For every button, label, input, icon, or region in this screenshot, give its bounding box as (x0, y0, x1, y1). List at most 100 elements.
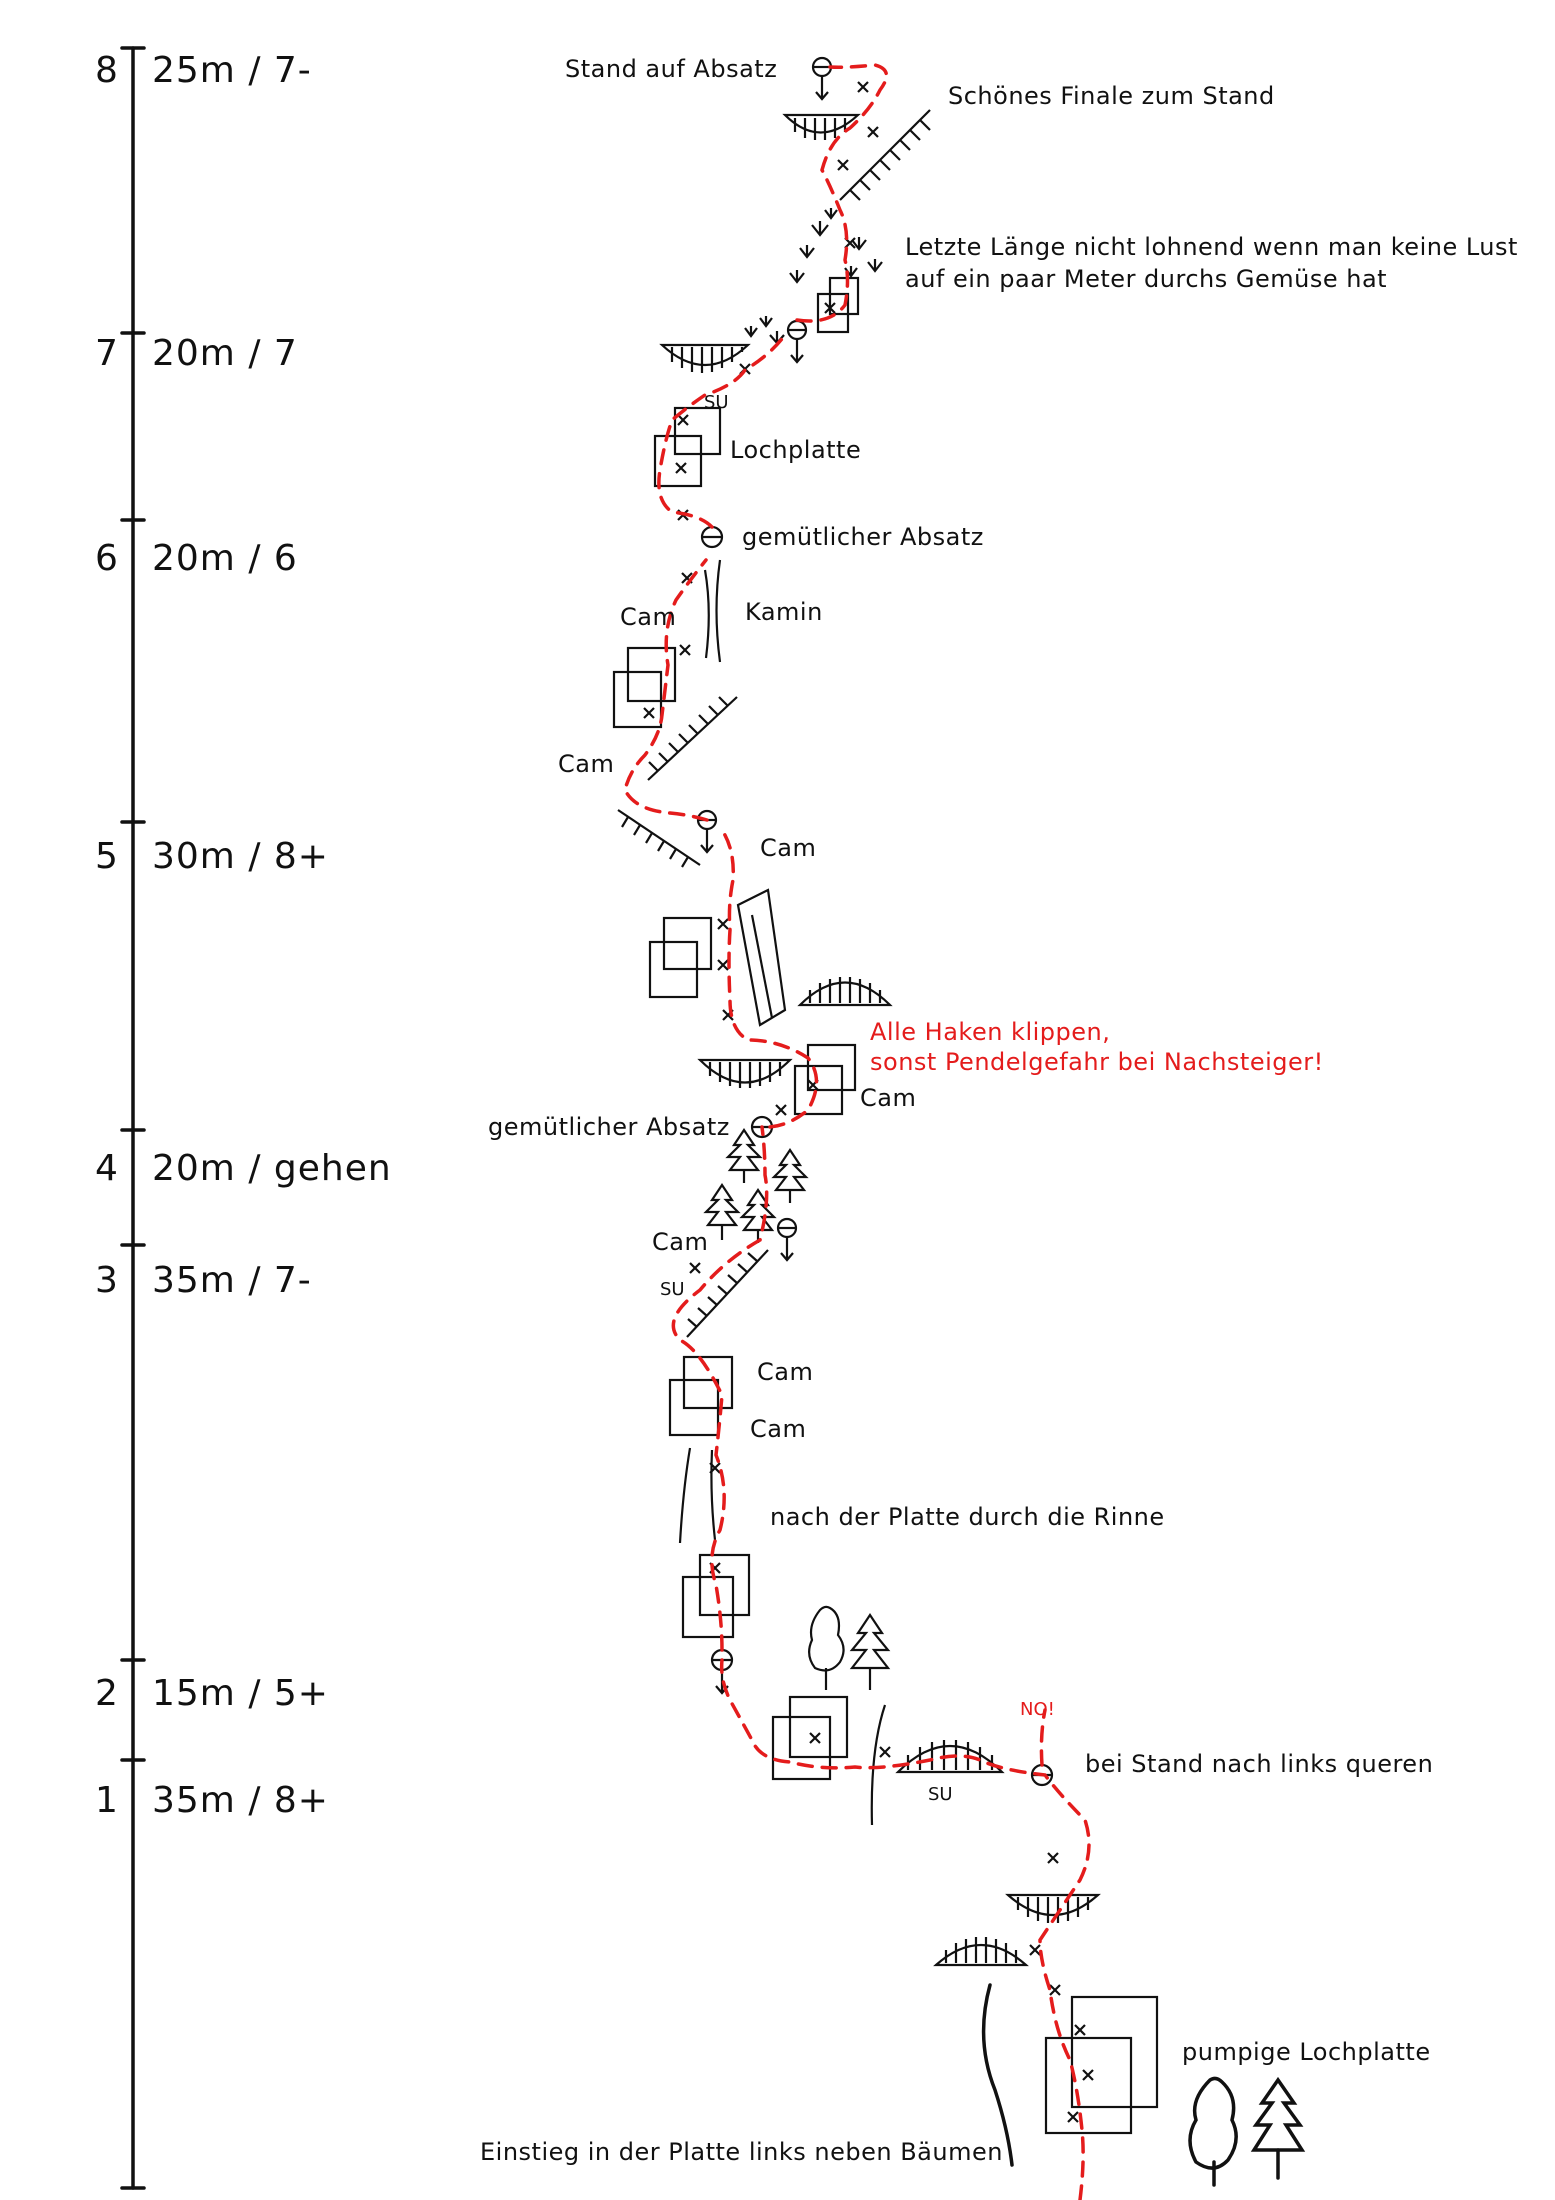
bolt-icon (837, 159, 849, 171)
pitch-info: 35m / 8+ (152, 1780, 329, 1821)
annotation-labels: Stand auf Absatz Schönes Finale zum Stan… (480, 55, 1518, 2166)
ledge-icon (782, 113, 861, 140)
warning-haken-2: sonst Pendelgefahr bei Nachsteiger! (870, 1048, 1324, 1076)
route-line (623, 63, 1091, 2200)
bolt-icon (879, 1746, 891, 1758)
slab-icon (681, 1553, 751, 1639)
bolt-icon (775, 1104, 787, 1116)
deciduous-tree-icon (1188, 2076, 1238, 2187)
bolt-icon (857, 81, 869, 93)
ledge-icon (797, 977, 893, 1007)
label-cam: Cam (860, 1084, 916, 1112)
bolt-icon (717, 959, 729, 971)
pitch-info: 15m / 5+ (152, 1673, 329, 1714)
bolt-icon (1049, 1984, 1061, 1996)
crack-icon (870, 1704, 887, 1826)
label-kamin: Kamin (745, 598, 823, 626)
tree-icon (703, 1183, 741, 1240)
warning-haken-1: Alle Haken klippen, (870, 1018, 1110, 1046)
pitch-info: 30m / 8+ (152, 836, 329, 877)
label-letzte-laenge-1: Letzte Länge nicht lohnend wenn man kein… (905, 233, 1518, 261)
tree-icon (771, 1148, 809, 1203)
pitch-number: 3 (95, 1260, 118, 1301)
pitch-scale: 8 25m / 7- 7 20m / 7 6 20m / 6 5 30m / 8… (95, 46, 392, 2190)
label-stand-auf-absatz: Stand auf Absatz (565, 55, 777, 83)
ramp-icon (617, 809, 701, 868)
gully-icon (678, 1447, 717, 1544)
slab-icon (648, 916, 713, 999)
pillar-icon (736, 888, 787, 1027)
ledge-icon (933, 1937, 1029, 1967)
label-queren: bei Stand nach links queren (1085, 1750, 1433, 1778)
slab-icon (612, 646, 677, 729)
bolt-icon (1047, 1852, 1059, 1864)
label-cam: Cam (652, 1228, 708, 1256)
bolt-icon (1029, 1944, 1041, 1956)
pitch-number: 6 (95, 538, 118, 579)
ledge-icon (697, 1058, 793, 1088)
slab-icon (668, 1355, 734, 1437)
pitch-number: 1 (95, 1780, 118, 1821)
bolt-icon (1082, 2069, 1094, 2081)
pitch-number: 7 (95, 333, 118, 374)
label-gemuetlicher-absatz: gemütlicher Absatz (742, 523, 984, 551)
pitch-info: 20m / gehen (152, 1148, 392, 1189)
ramp-icon (686, 1249, 769, 1338)
bolt-icon (709, 1462, 721, 1474)
bolt-icon (675, 462, 687, 474)
pitch-info: 35m / 7- (152, 1260, 312, 1301)
label-schoenes-finale: Schönes Finale zum Stand (948, 82, 1275, 110)
label-einstieg: Einstieg in der Platte links neben Bäume… (480, 2138, 1003, 2166)
slab-icon (771, 1695, 849, 1781)
vegetation-icon (744, 208, 883, 345)
bolt-icon (679, 644, 691, 656)
slab-icon (816, 276, 860, 334)
bolts (643, 81, 1094, 2123)
bolt-icon (717, 918, 729, 930)
label-cam: Cam (750, 1415, 806, 1443)
pitch-number: 4 (95, 1148, 118, 1189)
label-gemuetlicher-absatz: gemütlicher Absatz (488, 1113, 730, 1141)
label-su: SU (660, 1279, 685, 1300)
pitch-info: 20m / 7 (152, 333, 298, 374)
belay-station-icon (786, 319, 808, 364)
label-lochplatte: Lochplatte (730, 436, 861, 464)
pitch-number: 8 (95, 50, 118, 91)
tree-icon (725, 1128, 763, 1183)
pitch-info: 25m / 7- (152, 50, 312, 91)
label-cam: Cam (558, 750, 614, 778)
bolt-icon (867, 126, 879, 138)
tree-icon (739, 1188, 777, 1243)
pitch-number: 2 (95, 1673, 118, 1714)
bolt-icon (689, 1262, 701, 1274)
pitch-number: 5 (95, 836, 118, 877)
label-no: NO! (1020, 1699, 1055, 1720)
label-su: SU (928, 1784, 953, 1805)
label-rinne: nach der Platte durch die Rinne (770, 1503, 1165, 1531)
deciduous-tree-icon (808, 1605, 845, 1690)
tree-icon (849, 1613, 891, 1690)
bolt-icon (809, 1732, 821, 1744)
pitch-info: 20m / 6 (152, 538, 298, 579)
slab-icon (1044, 1995, 1159, 2135)
belay-station-icon (700, 525, 724, 549)
bolt-icon (1074, 2024, 1086, 2036)
label-su: SU (704, 392, 729, 413)
bolt-icon (677, 414, 689, 426)
slab-icon (793, 1043, 857, 1116)
label-cam: Cam (620, 603, 676, 631)
rock-features (612, 109, 1306, 2187)
belay-station-icon (811, 56, 833, 101)
crack-icon (981, 1983, 1014, 2167)
label-letzte-laenge-2: auf ein paar Meter durchs Gemüse hat (905, 265, 1387, 293)
belay-station-icon (776, 1217, 798, 1262)
ramp-icon (839, 109, 931, 201)
slab-icon (653, 406, 722, 488)
bolt-icon (824, 302, 836, 314)
label-pumpige-lochplatte: pumpige Lochplatte (1182, 2038, 1431, 2066)
chimney-icon (703, 559, 722, 663)
bolt-icon (643, 707, 655, 719)
tree-icon (1250, 2076, 1306, 2180)
label-cam: Cam (760, 834, 816, 862)
